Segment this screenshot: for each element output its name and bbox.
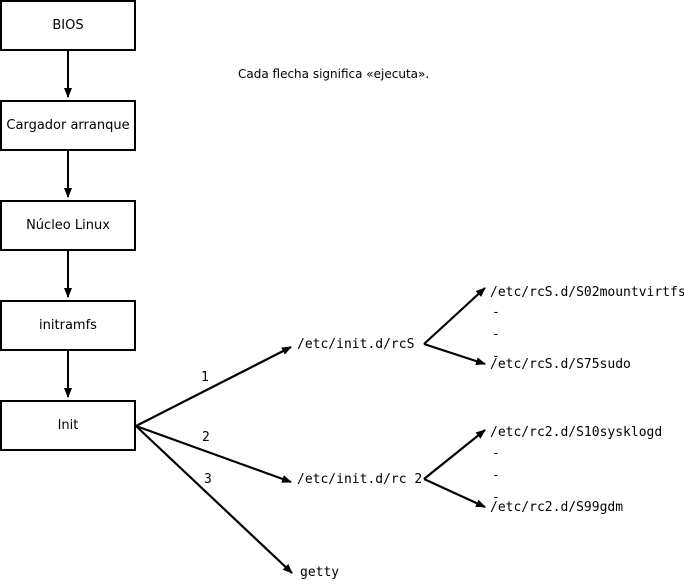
node-init[interactable]: Init (0, 400, 136, 451)
node-rc2-d-s10sysklogd[interactable]: /etc/rc2.d/S10sysklogd (490, 425, 663, 440)
node-rcs-d-s02mountvirtfs[interactable]: /etc/rcS.d/S02mountvirtfs (490, 285, 684, 300)
edge-rcs-to-first-script (423, 287, 486, 345)
edge-rc2-to-last-script (423, 478, 486, 508)
node-bios[interactable]: BIOS (0, 0, 136, 51)
node-bootloader-label: Cargador arranque (6, 118, 130, 133)
edge-rcs-to-last-script (423, 342, 486, 366)
node-bios-label: BIOS (52, 18, 84, 33)
node-kernel[interactable]: Núcleo Linux (0, 200, 136, 251)
node-init-label: Init (57, 418, 79, 433)
rc2-ellipsis: - - - (492, 446, 500, 505)
edge-init-to-rcs (135, 346, 292, 427)
edge-label-2: 2 (202, 430, 210, 445)
node-getty[interactable]: getty (300, 565, 340, 580)
edge-label-3: 3 (204, 472, 212, 487)
node-init-d-rc2[interactable]: /etc/init.d/rc 2 (297, 472, 423, 487)
legend-note: Cada flecha significa «ejecuta». (238, 67, 430, 81)
edge-init-to-rc2 (135, 424, 292, 484)
node-rcs-d-s75sudo[interactable]: /etc/rcS.d/S75sudo (490, 357, 631, 372)
node-initramfs-label: initramfs (39, 318, 97, 333)
node-kernel-label: Núcleo Linux (26, 218, 110, 233)
rcs-ellipsis: - - - (492, 305, 500, 364)
edge-init-to-getty (135, 425, 293, 574)
node-rc2-d-s99gdm[interactable]: /etc/rc2.d/S99gdm (490, 500, 624, 515)
edge-label-1: 1 (201, 370, 209, 385)
node-initramfs[interactable]: initramfs (0, 300, 136, 351)
node-bootloader[interactable]: Cargador arranque (0, 100, 136, 151)
node-init-d-rcs[interactable]: /etc/init.d/rcS (297, 337, 415, 352)
edge-rc2-to-first-script (423, 429, 486, 480)
